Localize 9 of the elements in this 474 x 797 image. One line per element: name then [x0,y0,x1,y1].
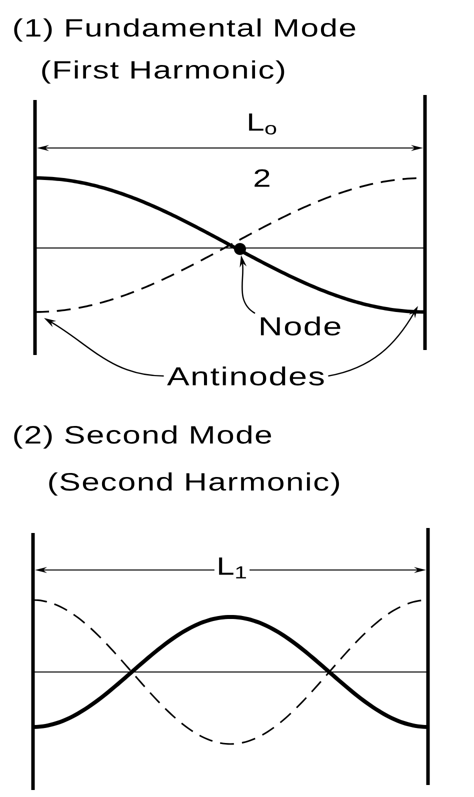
subtitle-text: (Second Harmonic) [49,472,339,496]
dimension-label: L$_{1}$ [214,556,250,580]
title-text: (2) Second Mode [14,425,271,449]
dimension-label: L$_{o}$ [249,113,276,134]
dimension-label: 2 [254,169,270,187]
node-label: Node [260,316,340,336]
antinodes-label: Antinodes [167,366,324,386]
subtitle-text: (First Harmonic) [42,60,284,84]
title-text: (1) Fundamental Mode [14,18,356,42]
